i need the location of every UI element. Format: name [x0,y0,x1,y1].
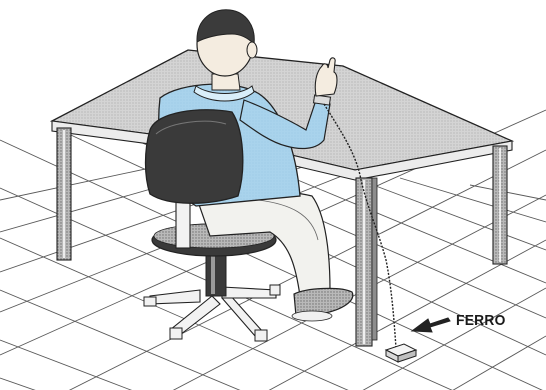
arrow-icon [412,318,450,332]
chair-backrest [146,110,243,204]
ferro-label: FERRO [456,312,506,329]
ground-block [386,344,416,362]
